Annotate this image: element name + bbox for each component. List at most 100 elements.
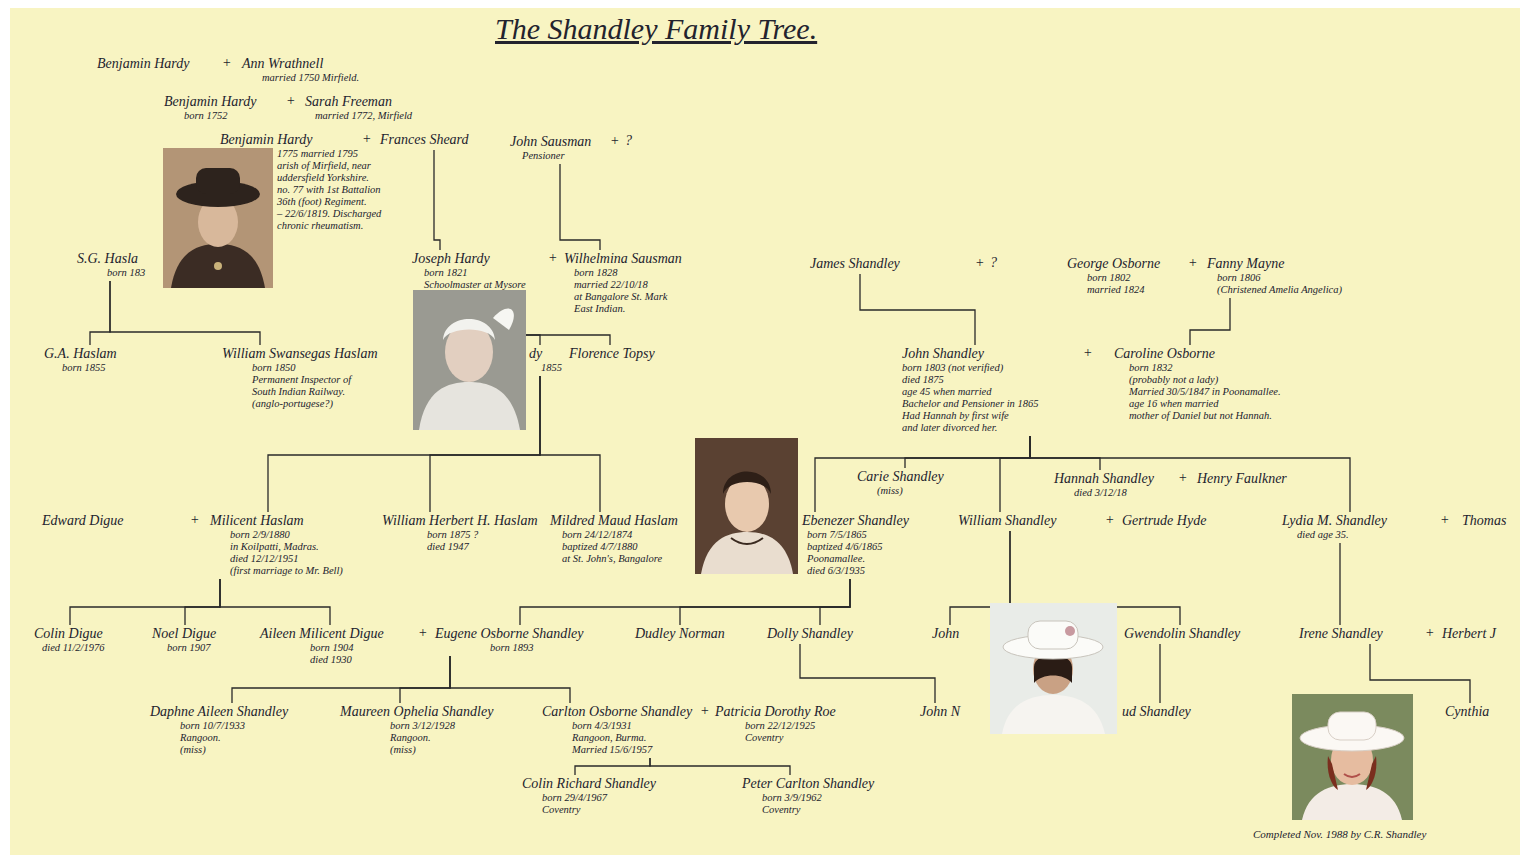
person-detail: baptized 4/6/1865 [807, 541, 909, 553]
person-box: Herbert J [1440, 625, 1498, 644]
person-box: Gwendolin Shandley [1122, 625, 1242, 644]
portrait-photo [413, 290, 526, 430]
person-detail: born 3/12/1928 [390, 720, 493, 732]
person-name: Gertrude Hyde [1122, 513, 1206, 529]
person-name: William Herbert H. Haslam [382, 513, 538, 529]
person-name: Noel Digue [152, 626, 216, 642]
descent-line [905, 436, 1030, 468]
person-box: John N [918, 703, 962, 722]
person-name: Eugene Osborne Shandley [435, 626, 584, 642]
person-name: Mildred Maud Haslam [550, 513, 678, 529]
person-name: Cynthia [1445, 704, 1489, 720]
marriage-sign: + [222, 55, 231, 71]
person-detail: died 12/12/1951 [230, 553, 343, 565]
descent-line [815, 436, 1030, 512]
person-detail: (Christened Amelia Angelica) [1217, 284, 1342, 296]
person-detail: died age 35. [1297, 529, 1387, 541]
portrait-photo [695, 438, 798, 574]
person-detail: at Bangalore St. Mark [574, 291, 682, 303]
person-name: Florence Topsy [569, 346, 655, 362]
person-box: Fanny Mayneborn 1806(Christened Amelia A… [1205, 255, 1344, 298]
descent-line [1030, 436, 1100, 470]
descent-line [400, 656, 450, 703]
person-box: Colin Richard Shandleyborn 29/4/1967Cove… [520, 775, 658, 818]
person-detail: born 1821 [424, 267, 526, 279]
person-detail: born 2/9/1880 [230, 529, 343, 541]
person-box: ud Shandley [1120, 703, 1193, 722]
person-detail: died 11/2/1976 [42, 642, 105, 654]
person-detail: married 22/10/18 [574, 279, 682, 291]
person-box: Cynthia [1443, 703, 1491, 722]
descent-line [520, 579, 850, 625]
marriage-sign: + [700, 703, 709, 719]
person-name: Irene Shandley [1299, 626, 1383, 642]
marriage-sign: + [975, 255, 984, 271]
portrait-photo [990, 603, 1117, 734]
person-name: ud Shandley [1122, 704, 1191, 720]
person-detail: Married 30/5/1847 in Poonamallee. [1129, 386, 1281, 398]
marriage-sign: + [1440, 512, 1449, 528]
marriage-sign: + [610, 133, 619, 149]
person-name: John Sausman [510, 134, 591, 150]
person-name: Herbert J [1442, 626, 1496, 642]
marriage-sign: + [190, 512, 199, 528]
person-detail: arish of Mirfield, near [277, 160, 381, 172]
person-box: Henry Faulkner [1195, 470, 1289, 489]
marriage-sign: + [1105, 512, 1114, 528]
person-box: Dudley Norman [633, 625, 727, 644]
person-box: Noel Digueborn 1907 [150, 625, 218, 656]
descent-line [820, 579, 850, 625]
person-box: Edward Digue [40, 512, 126, 531]
person-box: Ann Wrathnellmarried 1750 Mirfield. [240, 55, 361, 86]
person-name: Gwendolin Shandley [1124, 626, 1240, 642]
person-box: Aileen Milicent Digueborn 1904died 1930 [258, 625, 386, 668]
descent-line [1000, 436, 1030, 512]
person-name: Sarah Freeman [305, 94, 412, 110]
person-box: G.A. Haslamborn 1855 [42, 345, 119, 376]
person-detail: died 1930 [310, 654, 384, 666]
person-detail: (miss) [180, 744, 288, 756]
person-name: Benjamin Hardy [97, 56, 189, 72]
person-detail: born 1828 [574, 267, 682, 279]
person-name: Benjamin Hardy [220, 132, 381, 148]
person-name: Hannah Shandley [1054, 471, 1154, 487]
person-detail: born 7/5/1865 [807, 529, 909, 541]
person-box: Wilhelmina Sausmanborn 1828married 22/10… [562, 250, 684, 317]
marriage-sign: + [1178, 470, 1187, 486]
person-name: Lydia M. Shandley [1282, 513, 1387, 529]
person-box: Caroline Osborneborn 1832(probably not a… [1112, 345, 1283, 424]
descent-line [90, 281, 110, 345]
person-name: Caroline Osborne [1114, 346, 1281, 362]
person-detail: 36th (foot) Regiment. [277, 196, 381, 208]
person-box: Hannah Shandleydied 3/12/18 [1052, 470, 1156, 501]
person-box: Benjamin Hardy [95, 55, 191, 74]
person-detail: died 1947 [427, 541, 538, 553]
person-name: Frances Sheard [380, 132, 469, 148]
person-detail: Permanent Inspector of [252, 374, 378, 386]
descent-line [110, 281, 260, 345]
person-detail: Schoolmaster at Mysore [424, 279, 526, 291]
person-name: Benjamin Hardy [164, 94, 256, 110]
person-name: Daphne Aileen Shandley [150, 704, 288, 720]
person-box: Thomas [1460, 512, 1508, 531]
descent-line [434, 150, 440, 250]
person-detail: born 22/12/1925 [745, 720, 836, 732]
marriage-sign: + [362, 131, 371, 147]
person-detail: Had Hannah by first wife [902, 410, 1038, 422]
person-box: Lydia M. Shandleydied age 35. [1280, 512, 1389, 543]
descent-line [1190, 298, 1230, 345]
portrait-photo [163, 148, 273, 288]
descent-line [575, 758, 650, 775]
person-detail: South Indian Railway. [252, 386, 378, 398]
person-box: Dolly Shandley [765, 625, 855, 644]
person-detail: (first marriage to Mr. Bell) [230, 565, 343, 577]
person-name: Carlton Osborne Shandley [542, 704, 692, 720]
person-box: Milicent Haslamborn 2/9/1880in Koilpatti… [208, 512, 345, 579]
person-detail: born 4/3/1931 [572, 720, 692, 732]
person-detail: Bachelor and Pensioner in 1865 [902, 398, 1038, 410]
person-name: Fanny Mayne [1207, 256, 1342, 272]
marriage-sign: ? [990, 255, 997, 271]
person-name: Wilhelmina Sausman [564, 251, 682, 267]
person-detail: – 22/6/1819. Discharged [277, 208, 381, 220]
descent-line [1339, 543, 1340, 625]
